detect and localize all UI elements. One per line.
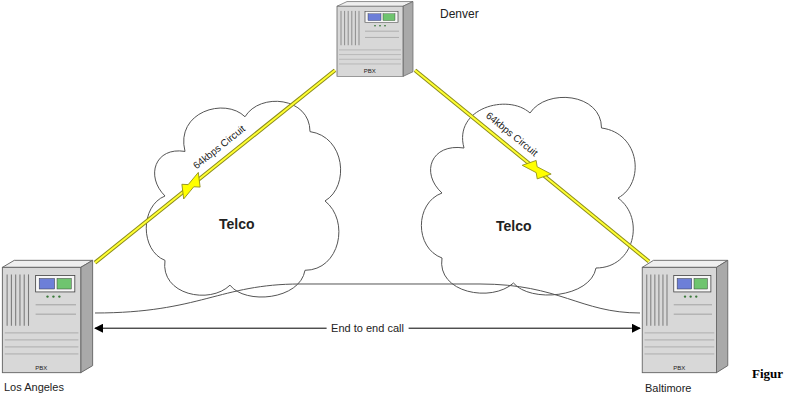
figure-caption-fragment: Figur bbox=[752, 366, 783, 382]
city-label: Denver bbox=[440, 7, 479, 21]
city-label: Los Angeles bbox=[4, 381, 64, 394]
cloud-shape bbox=[420, 88, 640, 298]
pbx-device bbox=[0, 258, 95, 375]
device-tag: PBX bbox=[2, 364, 81, 372]
cloud-label: Telco bbox=[496, 218, 532, 234]
cloud-label: Telco bbox=[219, 216, 255, 232]
city-label: Baltimore bbox=[645, 382, 691, 395]
pbx-node: PBXLos Angeles bbox=[0, 258, 95, 375]
pbx-node: PBXDenver bbox=[335, 0, 415, 78]
pbx-device bbox=[640, 258, 730, 375]
device-tag: PBX bbox=[337, 67, 403, 75]
call-label: End to end call bbox=[326, 322, 409, 335]
device-tag: PBX bbox=[642, 364, 717, 372]
pbx-device bbox=[335, 0, 415, 78]
telco-cloud: Telco bbox=[420, 88, 640, 298]
pbx-node: PBXBaltimore bbox=[640, 258, 730, 375]
